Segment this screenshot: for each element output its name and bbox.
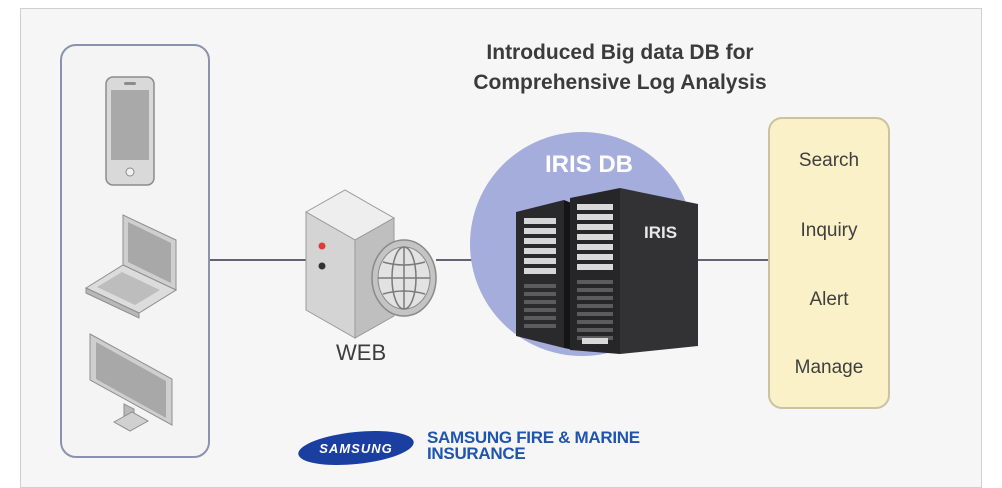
server-rack-left-icon (516, 200, 574, 350)
brand-name: SAMSUNG FIRE & MARINE INSURANCE (427, 428, 640, 463)
operation-manage: Manage (794, 357, 864, 378)
operation-inquiry: Inquiry (800, 220, 858, 241)
operation-alert: Alert (809, 289, 849, 310)
title-line-1: Introduced Big data DB for (486, 41, 754, 64)
monitor-icon (89, 333, 173, 432)
iris-servers: IRIS (516, 188, 698, 354)
samsung-logo-text: SAMSUNG (319, 441, 392, 456)
samsung-logo: SAMSUNG (298, 430, 414, 466)
phone-icon (105, 76, 155, 186)
iris-db-title: IRIS DB (545, 151, 634, 178)
brand-name-line-1: SAMSUNG FIRE & MARINE (427, 428, 640, 447)
operation-search: Search (798, 150, 860, 171)
laptop-icon (84, 214, 178, 319)
diagram-title: Introduced Big data DB for Comprehensive… (370, 38, 870, 98)
web-label: WEB (336, 340, 387, 365)
server-rack-right-icon: IRIS (570, 188, 698, 354)
operations-panel (768, 117, 890, 409)
title-line-2: Comprehensive Log Analysis (473, 71, 767, 94)
brand-name-line-2: INSURANCE (427, 444, 526, 463)
iris-server-logo: IRIS (644, 223, 677, 242)
diagram-graphics (84, 76, 768, 432)
globe-icon (371, 239, 437, 317)
